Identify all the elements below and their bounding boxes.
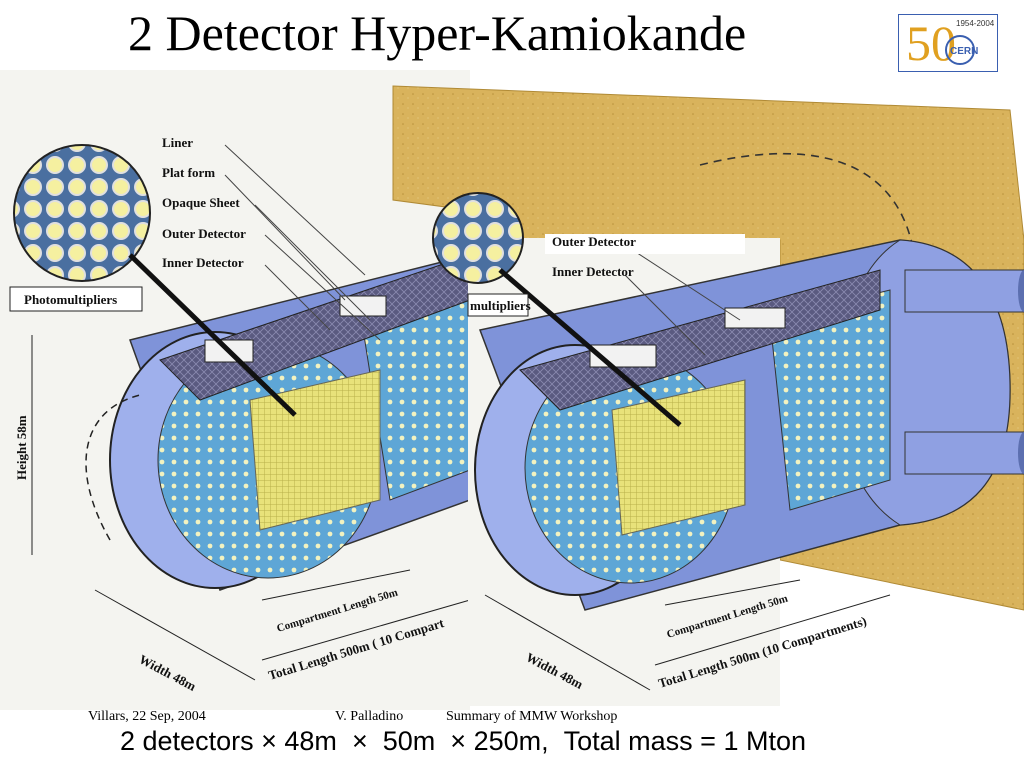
logo-years: 1954-2004 [956,19,995,28]
label-plat-form: Plat form [162,165,215,180]
cern-50-logo: 50 1954-2004 CERN [898,14,998,72]
label-photomultipliers: Photomultipliers [24,292,117,307]
footer-workshop: Summary of MMW Workshop [446,709,618,724]
slide-title: 2 Detector Hyper-Kamiokande [128,5,747,61]
label-inner-detector: Inner Detector [162,255,244,270]
label-height: Height 58m [14,415,29,480]
times-symbol: × [450,726,467,756]
footer-author: V. Palladino [335,709,404,724]
caption-length: 250m, [473,726,549,756]
caption-width: 48m [284,726,337,756]
label-outer-detector-right: Outer Detector [552,234,636,249]
times-symbol: × [351,726,368,756]
footer-date: Villars, 22 Sep, 2004 [88,709,206,724]
label-photomultipliers-right: multipliers [470,298,531,313]
label-opaque-sheet: Opaque Sheet [162,195,240,210]
left-diagram [0,70,471,710]
mass-caption: 2 detectors × 48m × 50m × 250m, Total ma… [120,726,806,757]
label-inner-detector-right: Inner Detector [552,264,634,279]
label-compartment-length-right: Compartment Length 50m [665,593,789,641]
caption-height: 50m [382,726,436,756]
caption-detectors: 2 detectors [120,726,254,756]
times-symbol: × [261,726,277,756]
label-liner: Liner [162,135,193,150]
caption-total-mass: Total mass = 1 Mton [563,726,806,756]
logo-text: CERN [950,46,978,57]
label-outer-detector: Outer Detector [162,226,246,241]
label-width-right: Width 48m [524,649,586,692]
